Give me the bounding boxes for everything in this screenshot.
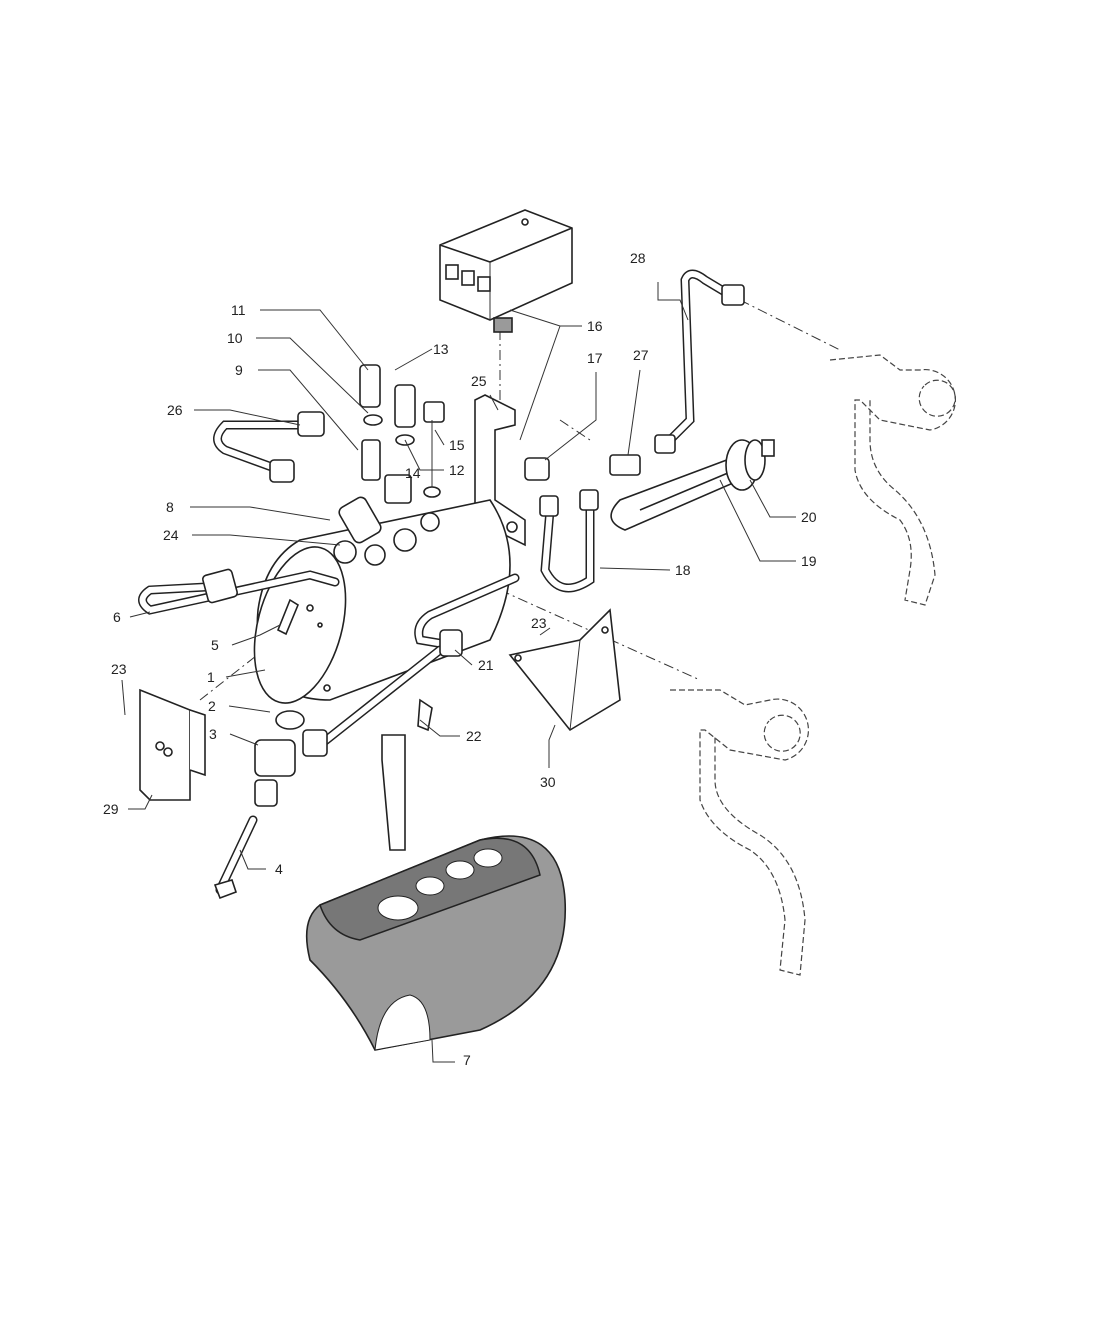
insulation-cover — [305, 835, 567, 1051]
callout-9: 9 — [235, 362, 243, 378]
callout-19: 19 — [801, 553, 817, 569]
insertion-arrow — [381, 734, 406, 851]
callout-10: 10 — [227, 330, 243, 346]
bracket-29 — [139, 688, 206, 801]
boiler-tank — [253, 499, 511, 704]
callout-12: 12 — [449, 462, 465, 478]
callout-11: 11 — [231, 302, 246, 318]
callout-labels: 1 2 3 4 5 6 7 8 9 10 11 12 13 14 15 16 1… — [103, 250, 817, 1068]
callout-28: 28 — [630, 250, 646, 266]
heating-element — [610, 439, 775, 531]
callout-17: 17 — [587, 350, 603, 366]
steam-valve-ghost-lower — [670, 689, 810, 976]
callout-2: 2 — [208, 698, 216, 714]
callout-8: 8 — [166, 499, 174, 515]
callout-20: 20 — [801, 509, 817, 525]
bracket-30 — [508, 608, 621, 732]
callout-5: 5 — [211, 637, 219, 653]
callout-29: 29 — [103, 801, 119, 817]
callout-13: 13 — [433, 341, 449, 357]
pipes — [138, 269, 735, 895]
callout-4: 4 — [275, 861, 283, 877]
callout-15: 15 — [449, 437, 465, 453]
steam-valve-ghost-upper — [829, 354, 956, 606]
callout-14: 14 — [405, 465, 421, 481]
callout-27: 27 — [633, 347, 649, 363]
leader-lines — [121, 282, 796, 1063]
callout-21: 21 — [478, 657, 494, 673]
callout-18: 18 — [675, 562, 691, 578]
callout-23-right: 23 — [531, 615, 547, 631]
callout-25: 25 — [471, 373, 487, 389]
callout-7: 7 — [463, 1052, 471, 1068]
callout-6: 6 — [113, 609, 121, 625]
callout-16: 16 — [587, 318, 603, 334]
callout-1: 1 — [207, 669, 215, 685]
callout-30: 30 — [540, 774, 556, 790]
fittings — [201, 284, 745, 900]
pressure-switch — [439, 209, 573, 333]
callout-22: 22 — [466, 728, 482, 744]
callout-23-left: 23 — [111, 661, 127, 677]
callout-3: 3 — [209, 726, 217, 742]
callout-26: 26 — [167, 402, 183, 418]
callout-24: 24 — [163, 527, 179, 543]
